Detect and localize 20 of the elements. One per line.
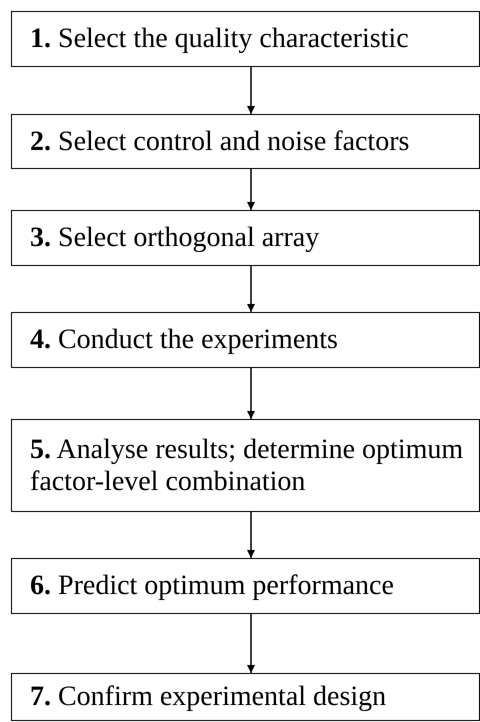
arrow xyxy=(247,266,255,312)
process-box xyxy=(11,419,480,512)
step-text: 2. Select control and noise factors xyxy=(30,126,410,158)
process-box xyxy=(11,114,480,169)
step-text: 5. Analyse results; determine optimum factor-level combination xyxy=(30,434,464,498)
arrow xyxy=(247,368,255,419)
step-text: 1. Select the quality characteristic xyxy=(30,23,409,55)
step-text: 6. Predict optimum performance xyxy=(30,570,394,602)
arrow xyxy=(247,512,255,558)
process-box xyxy=(11,558,480,614)
process-box xyxy=(11,11,480,67)
step-text: 3. Select orthogonal array xyxy=(30,222,320,254)
step-text: 7. Confirm experimental design xyxy=(30,681,386,713)
process-box xyxy=(11,312,480,368)
arrow xyxy=(247,67,255,114)
arrow xyxy=(247,169,255,210)
arrow xyxy=(247,614,255,673)
process-box xyxy=(11,210,480,266)
process-box xyxy=(11,673,480,721)
step-text: 4. Conduct the experiments xyxy=(30,324,338,356)
